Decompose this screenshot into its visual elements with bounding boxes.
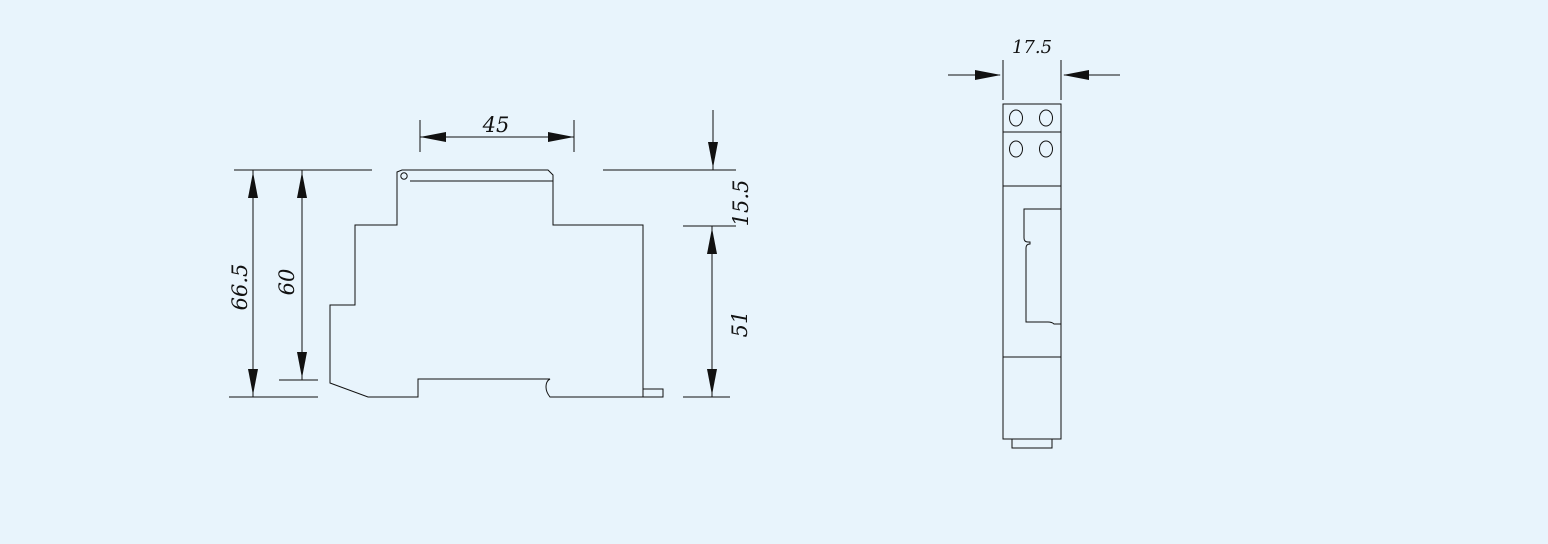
- terminal-screw-icon: [1039, 140, 1053, 158]
- dim-66-label: 66.5: [228, 264, 252, 311]
- pivot-hole: [400, 172, 408, 180]
- dim-45-arrow-right: [548, 132, 574, 142]
- front-view: 17.5: [948, 37, 1120, 449]
- terminal-screw-icon: [1009, 140, 1023, 158]
- dim-17-arrow-left: [975, 70, 1001, 80]
- dim-60-label: 60: [275, 269, 299, 296]
- dim-66-arrow-top: [248, 172, 258, 198]
- dim-51-label: 51: [728, 311, 752, 338]
- dim-17-label: 17.5: [1012, 37, 1052, 58]
- terminal-screw-icon: [1039, 109, 1053, 127]
- dim-17-arrow-right: [1063, 70, 1089, 80]
- side-view: 45 66.5 60 15.5 51: [228, 110, 753, 398]
- dim-51-arrow-bottom: [707, 369, 717, 395]
- dim-15-arrow: [708, 142, 718, 168]
- front-view-window: [1023, 208, 1061, 325]
- front-view-bottom-tab: [1011, 438, 1053, 449]
- dim-66-arrow-bottom: [248, 369, 258, 395]
- terminal-screw-icon: [1009, 109, 1023, 127]
- dim-60-arrow-top: [297, 172, 307, 198]
- dim-60-arrow-bottom: [297, 352, 307, 378]
- dim-51-arrow-top: [707, 228, 717, 254]
- side-view-outline: [329, 169, 664, 398]
- dim-45-arrow-left: [420, 132, 446, 142]
- dim-15-label: 15.5: [729, 180, 753, 227]
- dim-45-label: 45: [482, 113, 510, 137]
